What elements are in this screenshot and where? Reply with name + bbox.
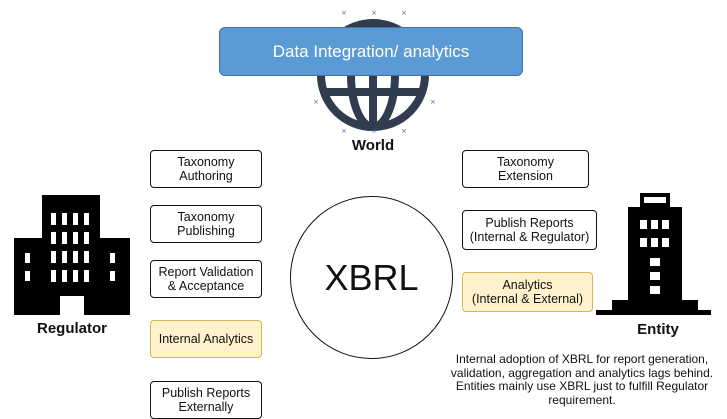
box-analytics-internal-external: Analytics (Internal & External)	[462, 272, 593, 312]
svg-text:×: ×	[341, 127, 347, 135]
box-taxonomy-extension: Taxonomy Extension	[462, 150, 589, 188]
adoption-note: Internal adoption of XBRL for report gen…	[450, 352, 714, 407]
box-taxonomy-publishing: Taxonomy Publishing	[150, 205, 262, 243]
svg-text:×: ×	[341, 9, 347, 17]
xbrl-circle: XBRL	[290, 196, 453, 359]
svg-text:×: ×	[401, 9, 407, 17]
box-internal-analytics: Internal Analytics	[150, 320, 262, 358]
svg-text:×: ×	[371, 9, 377, 17]
box-report-validation: Report Validation & Acceptance	[150, 260, 262, 298]
box-publish-reports-externally: Publish Reports Externally	[150, 381, 262, 419]
xbrl-label: XBRL	[324, 256, 419, 298]
svg-text:×: ×	[313, 98, 319, 106]
data-integration-banner: Data Integration/ analytics	[219, 27, 523, 76]
banner-text: Data Integration/ analytics	[272, 41, 470, 61]
box-taxonomy-authoring: Taxonomy Authoring	[150, 150, 262, 188]
svg-text:×: ×	[401, 127, 407, 135]
svg-text:×: ×	[371, 127, 377, 135]
regulator-label: Regulator	[36, 320, 107, 337]
world-label: World	[351, 137, 395, 154]
entity-label: Entity	[637, 321, 679, 338]
svg-text:×: ×	[430, 98, 436, 106]
box-publish-reports-internal-regulator: Publish Reports (Internal & Regulator)	[462, 210, 597, 250]
